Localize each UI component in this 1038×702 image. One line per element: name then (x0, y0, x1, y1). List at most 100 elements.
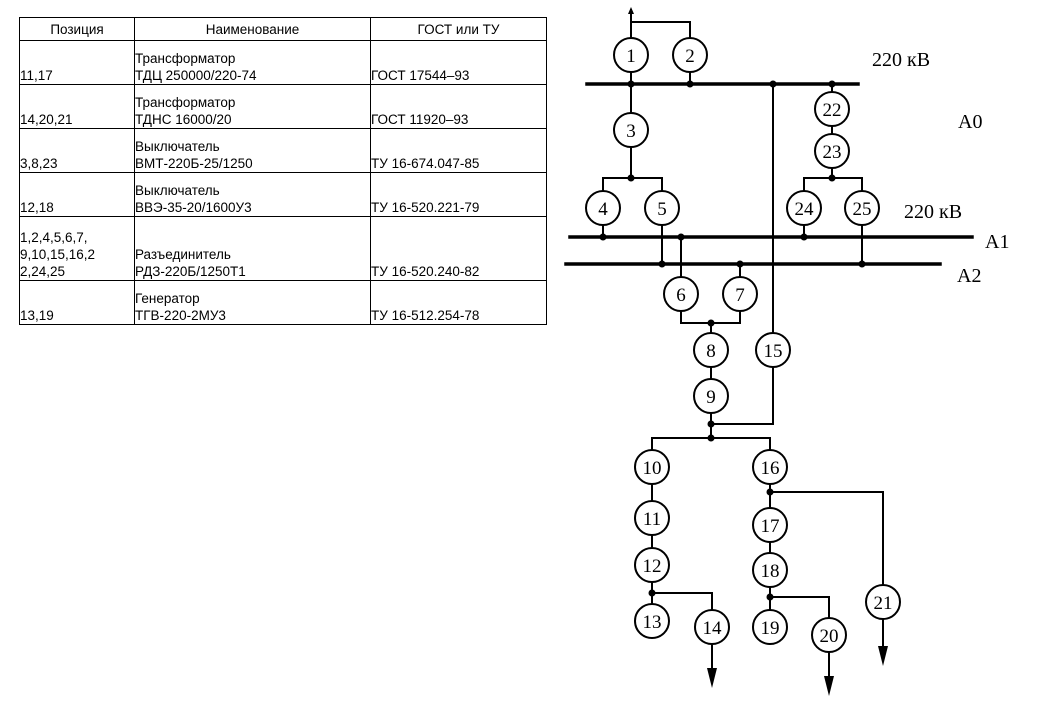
cell-position: 11,17 (19, 40, 135, 85)
node-circle (613, 37, 649, 73)
equipment-node: 20 (811, 617, 847, 653)
equipment-node: 17 (752, 507, 788, 543)
node-label: 19 (761, 618, 780, 639)
equipment-node: 8 (693, 332, 729, 368)
output-arrows (707, 646, 888, 696)
node-circle (844, 190, 880, 226)
node-circle (644, 190, 680, 226)
node-circle (752, 552, 788, 588)
cell-standard: ТУ 16-512.254-78 (370, 280, 547, 325)
node-label: 7 (735, 285, 745, 306)
cell-standard: ТУ 16-520.221-79 (370, 172, 547, 217)
node-label: 11 (643, 509, 661, 530)
bus-a1-label: А1 (985, 231, 1009, 253)
equipment-node: 5 (644, 190, 680, 226)
cell-standard: ГОСТ 11920–93 (370, 84, 547, 129)
cell-position: 12,18 (19, 172, 135, 217)
node-label: 5 (657, 199, 667, 220)
equipment-node: 11 (634, 500, 670, 536)
equipment-node: 6 (663, 276, 699, 312)
equipment-node: 16 (752, 449, 788, 485)
cell-name-model: ТДНС 16000/20 (135, 112, 232, 127)
arrow-down-icon (878, 646, 888, 666)
cell-name-type: Выключатель (135, 183, 220, 198)
voltage-label-mid: 220 кВ (904, 201, 962, 223)
equipment-node: 7 (722, 276, 758, 312)
header-position: Позиция (19, 17, 135, 41)
equipment-node: 25 (844, 190, 880, 226)
node-label: 16 (761, 458, 780, 479)
bus-a2-label: А2 (957, 265, 981, 287)
cell-position: 14,20,21 (19, 84, 135, 129)
equipment-node: 9 (693, 378, 729, 414)
node-label: 21 (874, 593, 893, 614)
equipment-node: 21 (865, 584, 901, 620)
node-circle (814, 91, 850, 127)
node-circle (693, 332, 729, 368)
equipment-node: 15 (755, 332, 791, 368)
equipment-node: 4 (585, 190, 621, 226)
cell-name-model: ТДЦ 250000/220-74 (135, 68, 257, 83)
node-circle (663, 276, 699, 312)
equipment-node: 3 (613, 112, 649, 148)
connection-wires (564, 9, 974, 681)
equipment-node: 22 (814, 91, 850, 127)
equipment-node: 23 (814, 133, 850, 169)
cell-name-type: Выключатель (135, 139, 220, 154)
cell-name-type: Трансформатор (135, 95, 236, 110)
node-circle (722, 276, 758, 312)
equipment-node: 1 (613, 37, 649, 73)
node-label: 17 (761, 516, 780, 537)
node-label: 1 (626, 46, 636, 67)
node-label: 12 (643, 556, 662, 577)
node-circle (865, 584, 901, 620)
node-circle (634, 449, 670, 485)
node-label: 10 (643, 458, 662, 479)
node-circle (585, 190, 621, 226)
equipment-node: 24 (786, 190, 822, 226)
specification-table: Позиция Наименование ГОСТ или ТУ 11,17 Т… (19, 17, 547, 325)
node-label: 24 (795, 199, 815, 220)
equipment-node: 18 (752, 552, 788, 588)
equipment-node: 14 (694, 609, 730, 645)
node-label: 8 (706, 341, 716, 362)
equipment-node: 10 (634, 449, 670, 485)
cell-name-model: РДЗ-220Б/1250Т1 (135, 264, 246, 279)
node-circle (752, 449, 788, 485)
arrow-down-icon (824, 676, 834, 696)
node-label: 14 (703, 618, 723, 639)
equipment-node: 2 (672, 37, 708, 73)
node-circle (755, 332, 791, 368)
equipment-node: 12 (634, 547, 670, 583)
cell-name-type: Разъединитель (135, 247, 231, 262)
voltage-label-top: 220 кВ (872, 49, 930, 71)
node-circle (786, 190, 822, 226)
node-circle (634, 603, 670, 639)
equipment-node: 19 (752, 609, 788, 645)
node-label: 20 (820, 626, 839, 647)
table-row: 1,2,4,5,6,7, 9,10,15,16,2 2,24,25 Разъед… (19, 216, 547, 281)
junction-dots (599, 80, 866, 601)
cell-name-type: Трансформатор (135, 51, 236, 66)
cell-name-model: ВМТ-220Б-25/1250 (135, 156, 253, 171)
header-name: Наименование (134, 17, 371, 41)
equipment-node: 13 (634, 603, 670, 639)
node-circle (694, 609, 730, 645)
node-label: 6 (676, 285, 686, 306)
node-label: 3 (626, 121, 636, 142)
node-circle (613, 112, 649, 148)
arrow-down-icon (707, 668, 717, 688)
node-label: 22 (823, 100, 842, 121)
node-label: 25 (853, 199, 872, 220)
table-header-row: Позиция Наименование ГОСТ или ТУ (19, 17, 547, 41)
node-circle (752, 507, 788, 543)
cell-standard: ТУ 16-520.240-82 (370, 216, 547, 281)
